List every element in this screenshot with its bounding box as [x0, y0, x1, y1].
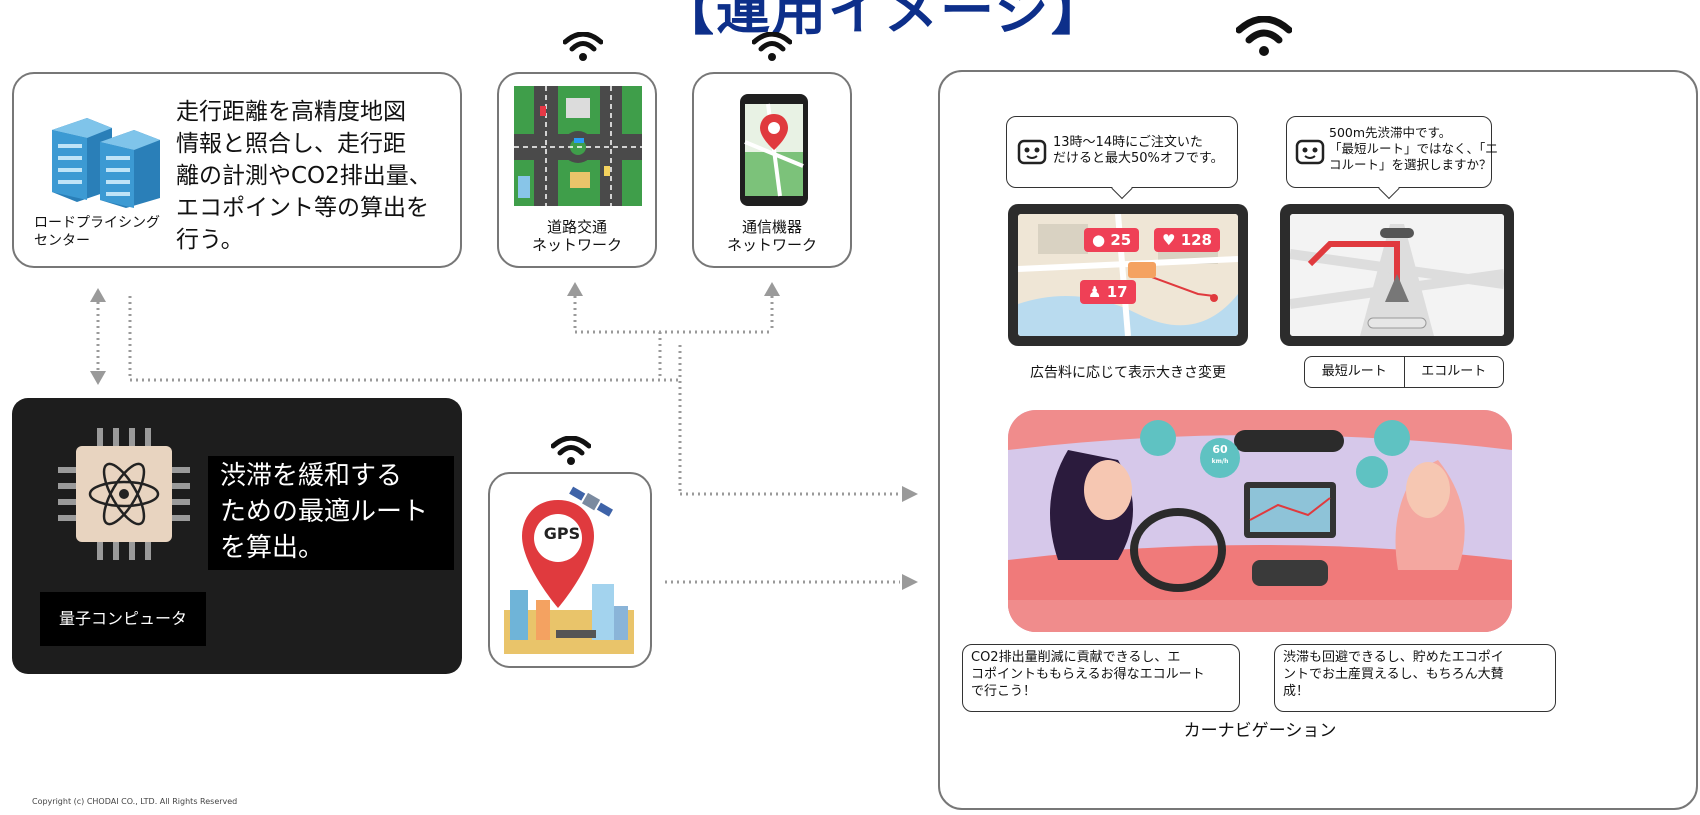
users-count: 17 — [1106, 283, 1128, 301]
car-interior-art — [1008, 410, 1512, 632]
users-badge: ♟ 17 — [1080, 280, 1136, 304]
wifi-icon — [1236, 16, 1292, 56]
gps-pin-icon — [504, 486, 634, 654]
ad-speech-bubble: 13時～14時にご注文いた だけると最大50%オフです。 — [1006, 116, 1238, 188]
road-map-icon — [514, 86, 642, 206]
car-interior-illustration: 60 km/h — [1008, 410, 1512, 632]
ad-bubble-text-2: だけると最大50%オフです。 — [1053, 151, 1224, 166]
left-comment: CO2排出量削減に貢献できるし、エ コポイントももらえるお得なエコルート で行こ… — [962, 644, 1240, 712]
wifi-icon — [551, 436, 591, 465]
page-title: 【運用イメージ】 — [660, 0, 1107, 42]
road-pricing-center-box: ロードプライシング センター 走行距離を高精度地図 情報と照合し、走行距 離の計… — [12, 72, 462, 268]
speed-unit: km/h — [1211, 458, 1229, 465]
route-bubble-text-2: 「最短ルート」ではなく、「エ — [1329, 141, 1498, 156]
wifi-icon — [563, 32, 603, 61]
route-nav-screen — [1280, 204, 1514, 346]
road-pricing-description: 走行距離を高精度地図 情報と照合し、走行距 離の計測やCO2排出量、 エコポイン… — [176, 99, 432, 253]
likes-count: 128 — [1180, 231, 1212, 249]
quantum-chip-icon — [58, 428, 190, 560]
road-network-label: 道路交通 ネットワーク — [531, 218, 622, 254]
person-icon: ♟ — [1088, 283, 1102, 301]
ad-nav-screen: ● 25 ♥ 128 ♟ 17 — [1008, 204, 1248, 346]
views-badge: ● 25 — [1084, 228, 1140, 252]
wifi-icon — [752, 32, 792, 61]
server-icon — [52, 118, 160, 208]
dot-icon: ● — [1092, 231, 1106, 249]
speed-readout: 60 km/h — [1206, 444, 1234, 468]
copyright: Copyright (c) CHODAI CO., LTD. All Right… — [32, 797, 238, 806]
smartphone-map-icon — [740, 94, 808, 206]
right-comment: 渋滞も回避できるし、貯めたエコポイ ントでお土産買えるし、もちろん大賛 成！ — [1274, 644, 1556, 712]
heart-icon: ♥ — [1162, 231, 1176, 249]
gps-box: GPS — [488, 472, 652, 668]
road-network-box: 道路交通 ネットワーク — [497, 72, 657, 268]
route-speech-bubble: 500m先渋滞中です。 「最短ルート」ではなく、「エ コルート」を選択しますか？ — [1286, 116, 1498, 188]
car-navigation-label: カーナビゲーション — [1183, 721, 1337, 741]
route-bubble-text-3: コルート」を選択しますか？ — [1329, 157, 1492, 172]
likes-badge: ♥ 128 — [1154, 228, 1220, 252]
quantum-computer-panel: 渋滞を緩和する ための最適ルート を算出。 量子コンピュータ — [12, 398, 462, 674]
robot-icon — [1017, 139, 1047, 165]
route-bubble-text-1: 500m先渋滞中です。 — [1329, 125, 1452, 140]
quantum-description: 渋滞を緩和する ための最適ルート を算出。 — [208, 456, 454, 570]
road-pricing-label: ロードプライシング センター — [34, 215, 160, 249]
ad-caption: 広告料に応じて表示大きさ変更 — [1030, 365, 1226, 381]
shortest-route-button[interactable]: 最短ルート — [1305, 357, 1405, 387]
route-toggle: 最短ルート エコルート — [1304, 356, 1504, 388]
eco-route-button[interactable]: エコルート — [1421, 364, 1487, 379]
robot-icon — [1295, 139, 1325, 165]
quantum-label: 量子コンピュータ — [40, 592, 206, 646]
route-map — [1290, 214, 1504, 336]
comm-network-box: 通信機器 ネットワーク — [692, 72, 852, 268]
gps-label: GPS — [543, 524, 581, 543]
ad-bubble-text-1: 13時～14時にご注文いた — [1053, 135, 1203, 150]
views-count: 25 — [1110, 231, 1132, 249]
car-navigation-box: 13時～14時にご注文いた だけると最大50%オフです。 500m先渋滞中です。… — [938, 70, 1698, 810]
comm-network-label: 通信機器 ネットワーク — [726, 218, 817, 254]
speed-value: 60 — [1212, 443, 1228, 456]
